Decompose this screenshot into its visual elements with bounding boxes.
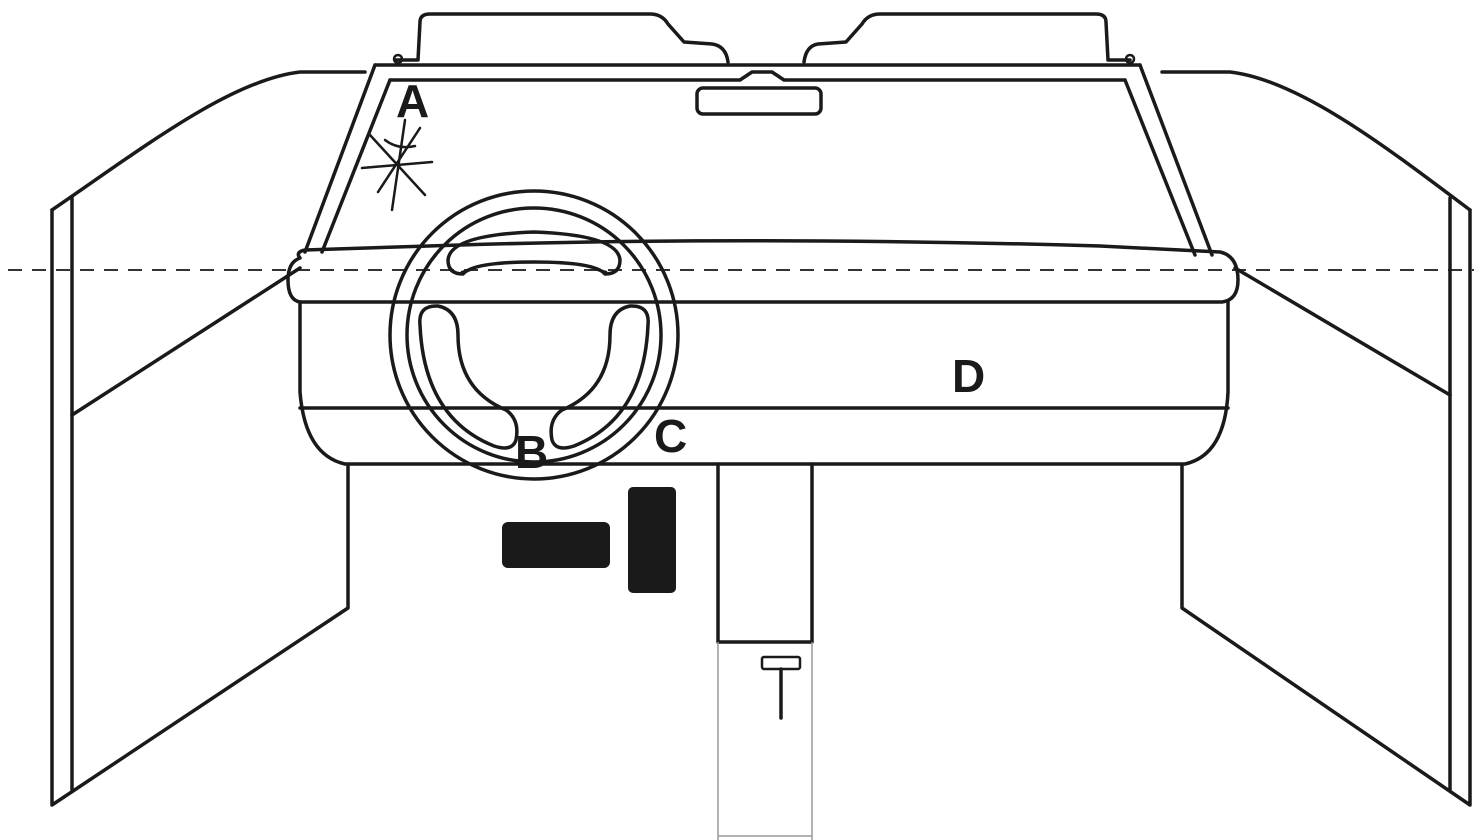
- pedal-horizontal: [502, 522, 610, 568]
- center-console: [716, 462, 814, 840]
- label-b: B: [515, 426, 548, 478]
- pedal-vertical: [628, 487, 676, 593]
- right-sun-visor: [802, 12, 1132, 64]
- steering-wheel: [388, 189, 680, 481]
- label-d: D: [952, 350, 985, 402]
- rear-view-mirror: [695, 86, 823, 116]
- right-visor-clip: [1124, 53, 1136, 65]
- windshield-crack-icon: [360, 118, 434, 212]
- label-c: C: [654, 410, 687, 462]
- dashboard: [286, 238, 1240, 466]
- left-sun-visor: [393, 12, 730, 64]
- label-a: A: [396, 75, 429, 127]
- left-door-panel: [50, 70, 367, 807]
- left-visor-clip: [392, 53, 404, 65]
- right-door-panel: [1160, 70, 1472, 807]
- gear-stick: [760, 655, 802, 720]
- windshield: [303, 63, 1214, 257]
